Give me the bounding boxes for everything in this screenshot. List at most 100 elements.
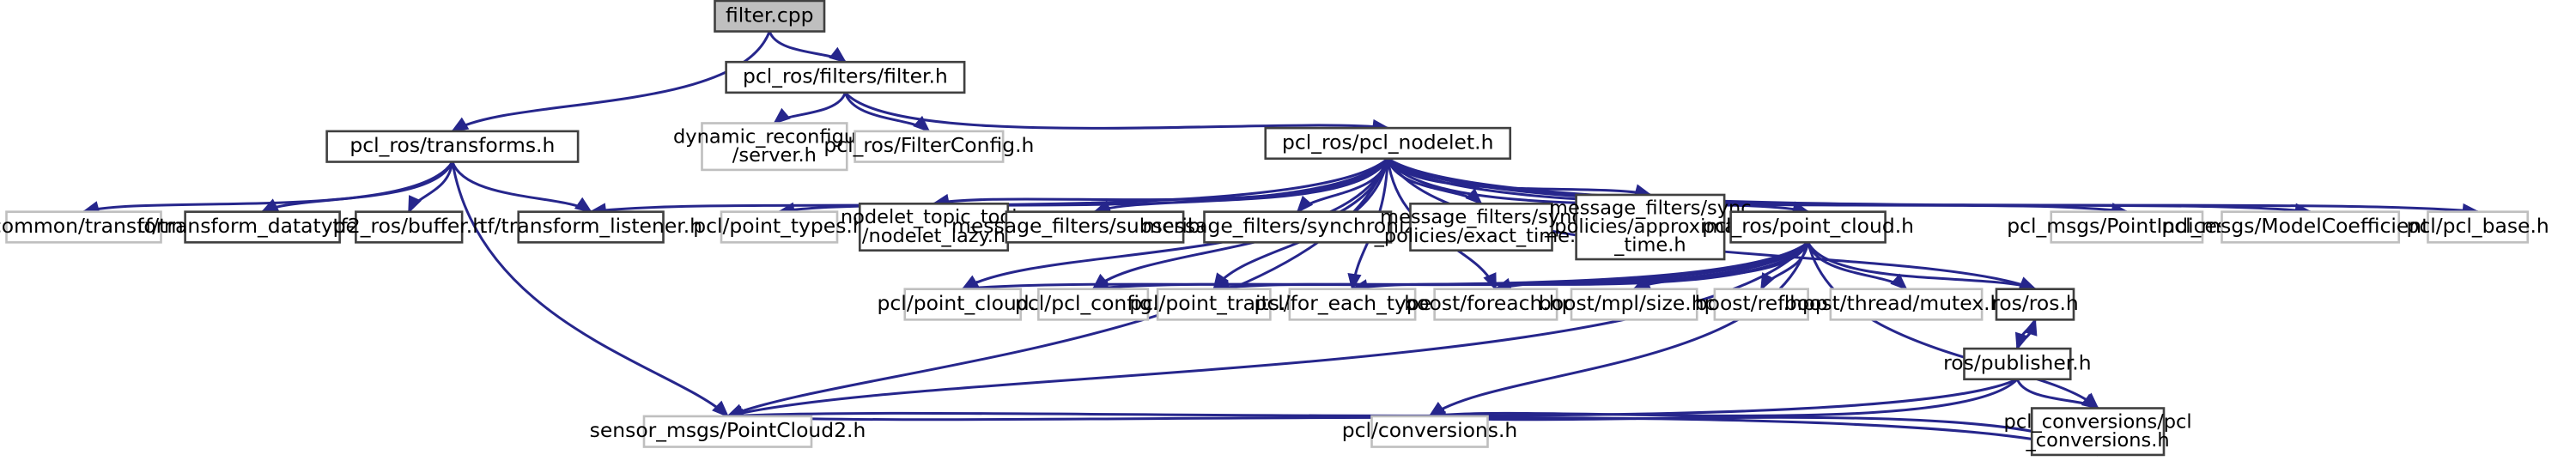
node-box bbox=[701, 122, 848, 172]
node-label: filter.cpp bbox=[726, 3, 813, 27]
node-box[interactable] bbox=[858, 202, 1010, 252]
node-label: message_filters/sync bbox=[1380, 206, 1583, 228]
graph-node-message-filters-sync-policies-approximate-time-h[interactable]: message_filters/sync_policies/approximat… bbox=[1544, 193, 1756, 261]
node-label: /nodelet_lazy.h bbox=[862, 225, 1005, 247]
node-box[interactable] bbox=[355, 210, 464, 244]
edge-arrowhead bbox=[772, 107, 791, 125]
graph-node-tf-transform-listener-h[interactable]: tf/transform_listener.h bbox=[479, 210, 702, 244]
node-label: message_filters/subscriber.h bbox=[951, 214, 1238, 238]
node-label: pcl/for_each_type.h bbox=[1255, 291, 1451, 315]
node-label: message_filters/synchronizer.h bbox=[1142, 214, 1453, 238]
node-box bbox=[854, 130, 1005, 163]
edge-arrowhead bbox=[1760, 272, 1775, 291]
graph-node-nodelet-topic-tools-nodelet-lazy-h[interactable]: nodelet_topic_tools/nodelet_lazy.h bbox=[841, 202, 1027, 252]
node-label: pcl/point_traits.h bbox=[1129, 291, 1298, 315]
node-label: pcl_conversions/pcl bbox=[2004, 410, 2192, 433]
node-box bbox=[1713, 288, 1809, 321]
graph-node-sensor-msgs-pointcloud2-h: sensor_msgs/PointCloud2.h bbox=[590, 415, 866, 448]
node-box[interactable] bbox=[1203, 210, 1393, 244]
edge-arrowhead bbox=[1465, 188, 1483, 206]
graph-node-pcl-ros-point-cloud-h[interactable]: pcl_ros/point_cloud.h bbox=[1702, 210, 1914, 244]
node-box[interactable] bbox=[725, 60, 966, 94]
dependency-edge bbox=[727, 378, 2019, 418]
node-label: pcl/pcl_config.h bbox=[1015, 291, 1171, 315]
node-box bbox=[1037, 288, 1150, 321]
node-label: pcl/point_types.h bbox=[693, 214, 866, 238]
node-box[interactable] bbox=[184, 210, 341, 244]
node-label: boost/foreach.hpp bbox=[1404, 291, 1587, 315]
dependency-edge bbox=[1387, 157, 2128, 214]
node-box[interactable] bbox=[517, 210, 665, 244]
dependency-edge bbox=[933, 157, 1389, 205]
graph-node-pcl-ros-pcl-nodelet-h[interactable]: pcl_ros/pcl_nodelet.h bbox=[1264, 126, 1512, 161]
graph-node-pcl-conversions-h: pcl/conversions.h bbox=[1342, 415, 1518, 448]
node-box bbox=[2427, 210, 2530, 244]
node-box bbox=[1433, 288, 1558, 321]
dependency-edge bbox=[779, 157, 1389, 214]
node-box[interactable] bbox=[325, 130, 580, 163]
node-box[interactable] bbox=[1995, 288, 2075, 321]
graph-node-pcl-msgs-modelcoefficients-h: pcl_msgs/ModelCoefficients.h bbox=[2161, 210, 2459, 244]
node-box[interactable] bbox=[714, 0, 826, 33]
node-box[interactable] bbox=[1409, 202, 1553, 252]
graph-node-pcl-conversions-pcl-conversions-h[interactable]: pcl_conversions/pcl_conversions.h bbox=[2004, 407, 2192, 457]
dependency-edge bbox=[726, 158, 1389, 418]
node-box bbox=[1288, 288, 1417, 321]
node-box[interactable] bbox=[1575, 193, 1726, 261]
node-box[interactable] bbox=[1963, 347, 2072, 381]
node-box bbox=[1370, 415, 1489, 448]
graph-node-dynamic-reconfigure-server-h: dynamic_reconfigure/server.h bbox=[673, 122, 876, 172]
node-box bbox=[1570, 288, 1698, 321]
node-box[interactable] bbox=[2030, 407, 2166, 457]
graph-node-pcl-common-transforms-h: pcl/common/transforms.h bbox=[0, 210, 213, 244]
node-label: pcl_ros/pcl_nodelet.h bbox=[1282, 130, 1493, 154]
edge-arrowhead bbox=[2018, 276, 2038, 290]
node-label: pcl/common/transforms.h bbox=[0, 214, 213, 238]
graph-node-pcl-ros-filters-filter-h[interactable]: pcl_ros/filters/filter.h bbox=[725, 60, 966, 94]
graph-node-ros-ros-h[interactable]: ros/ros.h bbox=[1991, 288, 2079, 321]
node-label: pcl_ros/transforms.h bbox=[349, 133, 555, 157]
edge-arrowhead bbox=[1296, 195, 1314, 214]
edges-layer bbox=[82, 30, 2481, 457]
graph-node-filter-cpp[interactable]: filter.cpp bbox=[714, 0, 826, 33]
node-box bbox=[5, 210, 162, 244]
node-box[interactable] bbox=[1264, 126, 1512, 161]
edge-arrowhead bbox=[2081, 393, 2100, 409]
node-label: pcl_msgs/PointIndices.h bbox=[2007, 214, 2246, 238]
node-label: ros/publisher.h bbox=[1943, 350, 2091, 374]
graph-node-ros-publisher-h[interactable]: ros/publisher.h bbox=[1943, 347, 2092, 381]
graph-node-boost-thread-mutex-hpp: boost/thread/mutex.hpp bbox=[1784, 288, 2028, 321]
graph-node-boost-foreach-hpp: boost/foreach.hpp bbox=[1404, 288, 1587, 321]
node-label: /server.h bbox=[732, 144, 817, 167]
node-label: pcl/conversions.h bbox=[1342, 418, 1518, 442]
node-label: _policies/exact_time.h bbox=[1374, 225, 1589, 247]
node-box[interactable] bbox=[1729, 210, 1886, 244]
graph-node-message-filters-subscriber-h[interactable]: message_filters/subscriber.h bbox=[951, 210, 1238, 244]
node-label: tf/transform_listener.h bbox=[479, 214, 702, 238]
node-label: _conversions.h bbox=[2026, 429, 2170, 452]
node-label: pcl_ros/filters/filter.h bbox=[743, 64, 948, 88]
graph-node-pcl-ros-transforms-h[interactable]: pcl_ros/transforms.h bbox=[325, 130, 580, 163]
dependency-edge bbox=[451, 161, 729, 417]
node-label: pcl_ros/FilterConfig.h bbox=[823, 133, 1034, 157]
graph-node-message-filters-synchronizer-h[interactable]: message_filters/synchronizer.h bbox=[1142, 210, 1453, 244]
edge-arrowhead bbox=[574, 197, 593, 214]
graph-node-tf-transform-datatypes-h[interactable]: tf/transform_datatypes.h bbox=[137, 210, 388, 244]
node-label: pcl_ros/point_cloud.h bbox=[1702, 214, 1914, 238]
dependency-edge bbox=[1495, 241, 1809, 291]
graph-node-message-filters-sync-policies-exact-time-h[interactable]: message_filters/sync_policies/exact_time… bbox=[1374, 202, 1589, 252]
edge-arrowhead bbox=[712, 400, 730, 418]
node-box bbox=[642, 415, 813, 448]
node-label: tf/transform_datatypes.h bbox=[137, 214, 388, 238]
graph-node-tf2-ros-buffer-h[interactable]: tf2_ros/buffer.h bbox=[332, 210, 485, 244]
node-box bbox=[1156, 288, 1272, 321]
dependency-edge bbox=[1807, 241, 2099, 409]
node-box[interactable] bbox=[1005, 210, 1185, 244]
node-label: dynamic_reconfigure bbox=[673, 125, 876, 148]
node-box bbox=[2221, 210, 2401, 244]
dependency-edge bbox=[1094, 158, 1389, 214]
graph-node-boost-ref-hpp: boost/ref.hpp bbox=[1695, 288, 1828, 321]
node-label: pcl_msgs/ModelCoefficients.h bbox=[2161, 214, 2458, 238]
graph-node-pcl-pcl-base-h: pcl/pcl_base.h bbox=[2406, 210, 2549, 244]
graph-node-pcl-ros-filterconfig-h: pcl_ros/FilterConfig.h bbox=[823, 130, 1034, 163]
